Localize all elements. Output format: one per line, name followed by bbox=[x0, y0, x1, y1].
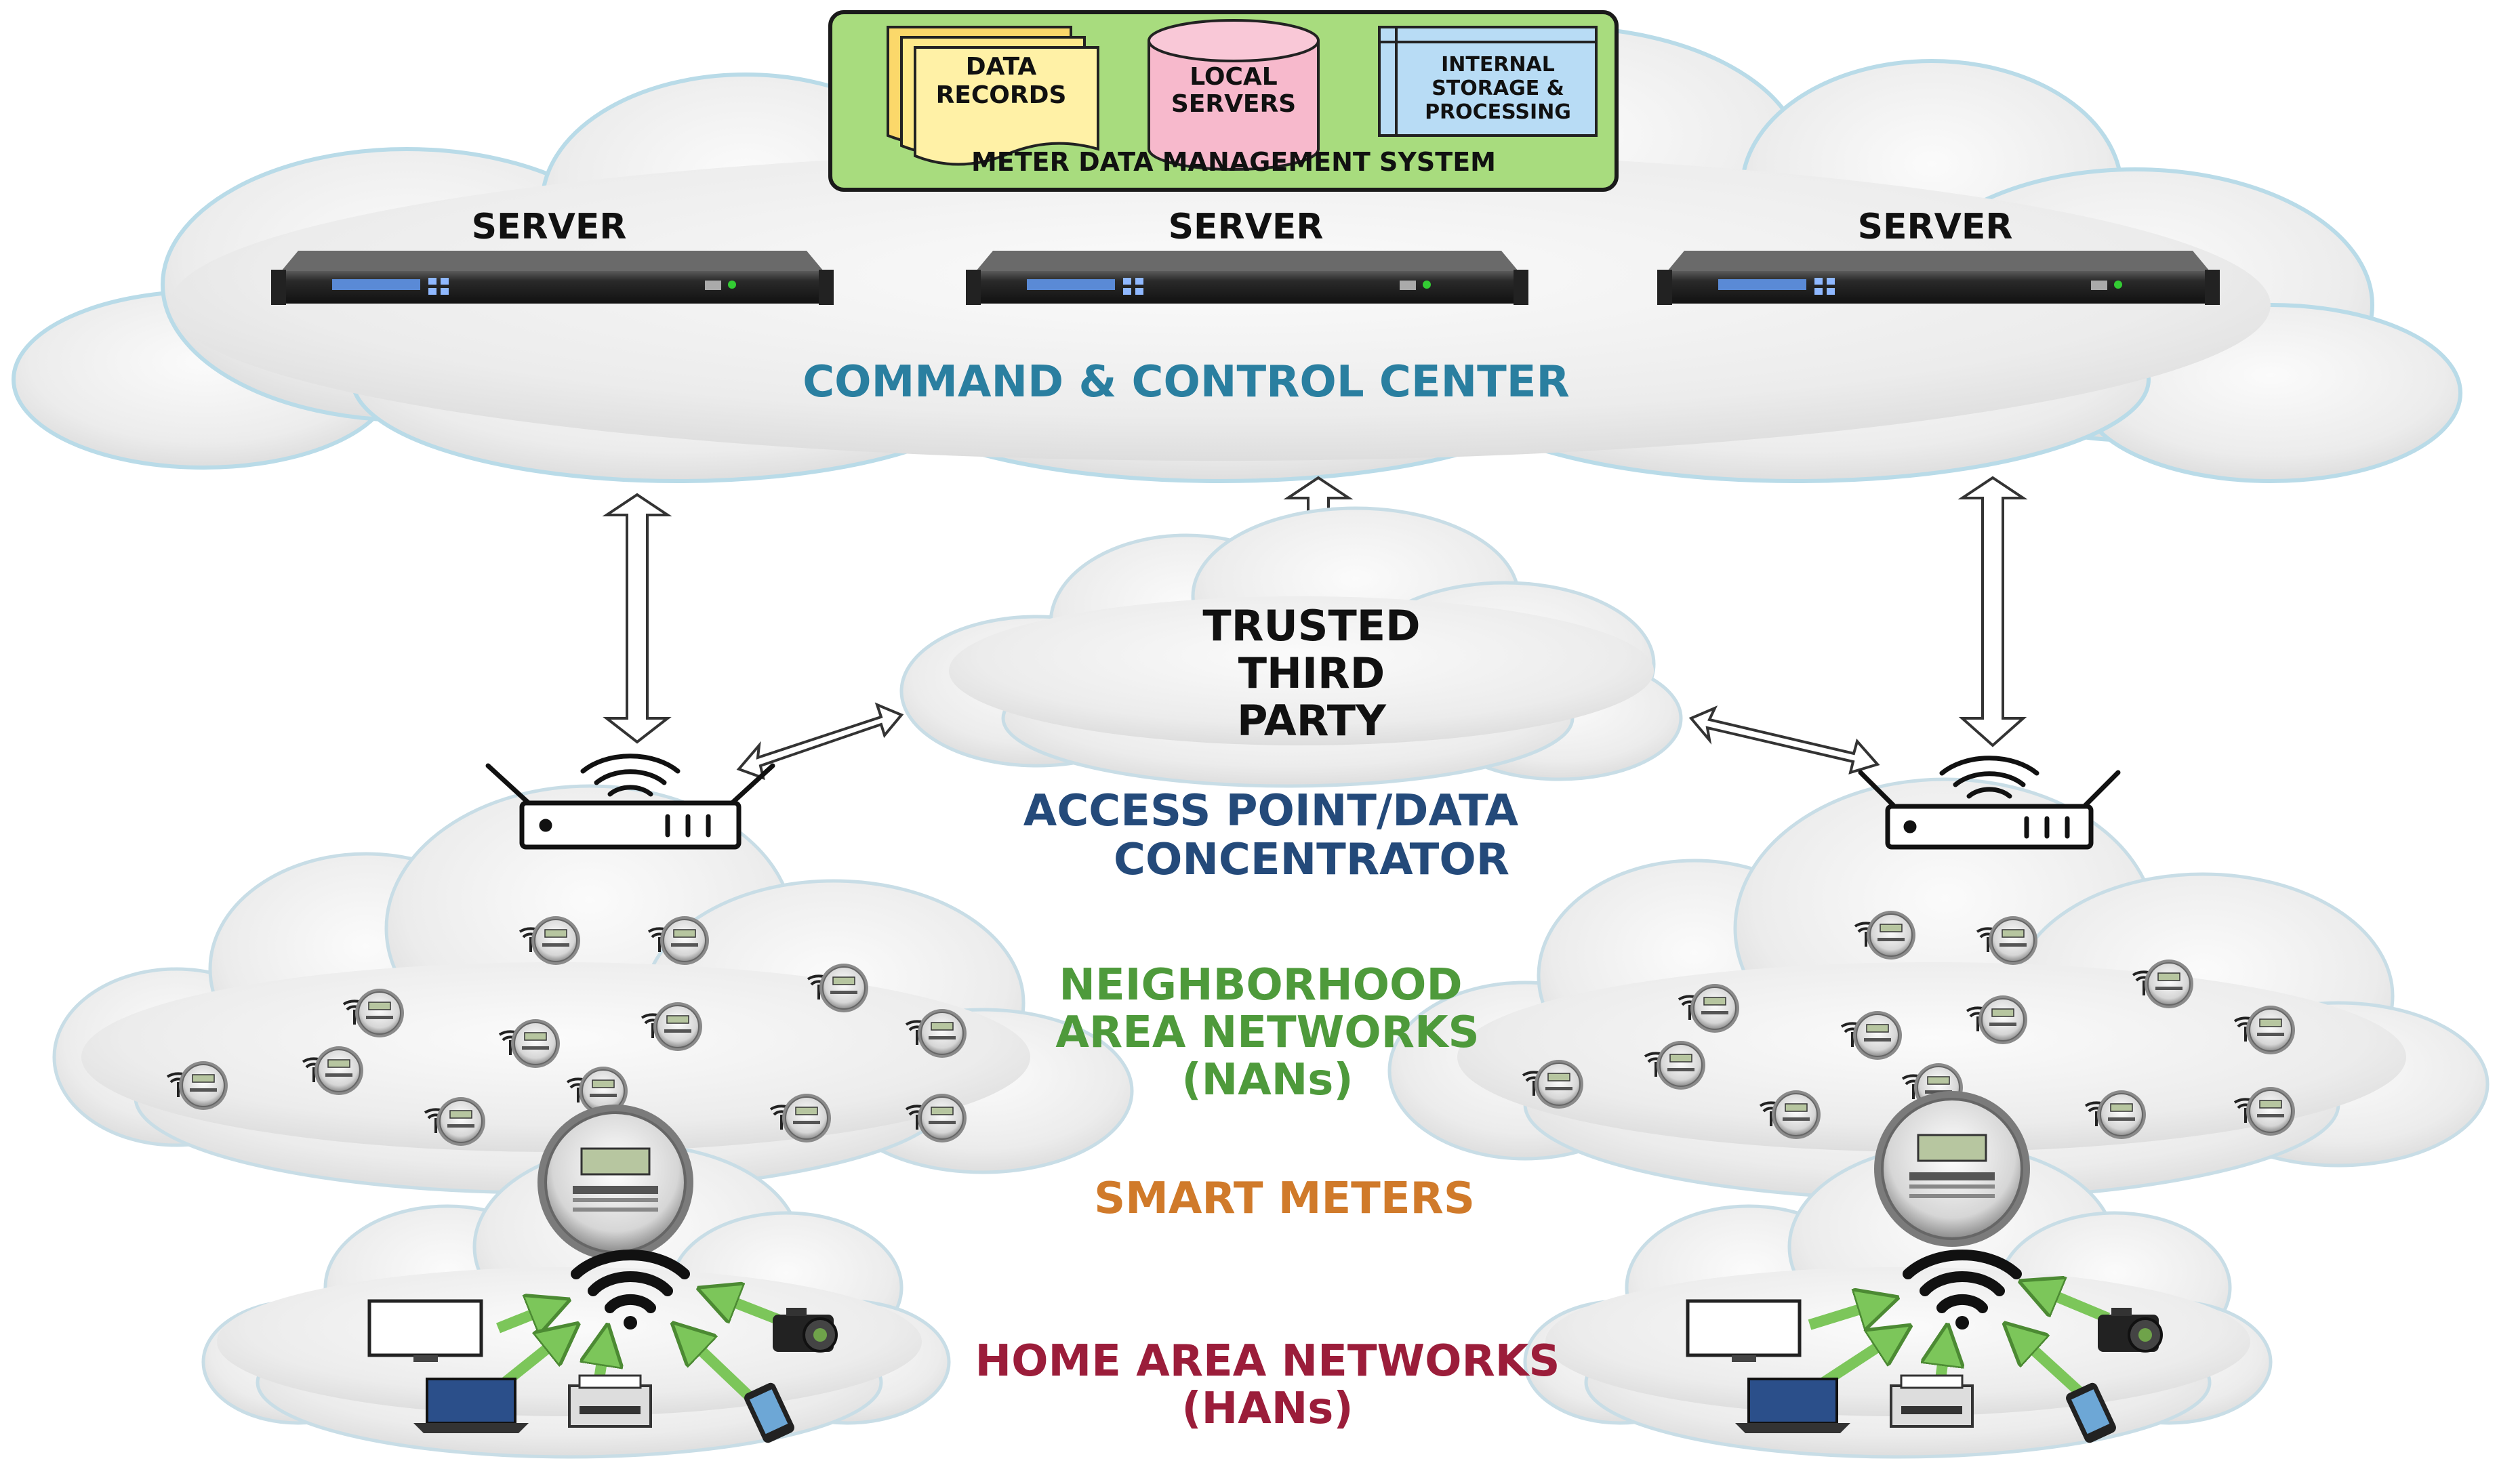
nan-meter-icon bbox=[2084, 1090, 2146, 1139]
mdms-title: METER DATA MANAGEMENT SYSTEM bbox=[971, 147, 1496, 177]
monitor-left-icon bbox=[367, 1299, 483, 1362]
nan-meter-icon bbox=[905, 1009, 967, 1058]
nan-meter-icon bbox=[1678, 984, 1739, 1033]
han-label-2: (HANs) bbox=[1181, 1384, 1353, 1434]
local-servers-label-1: LOCAL bbox=[1190, 63, 1277, 91]
nan-meter-icon bbox=[1854, 911, 1915, 960]
nan-meter-icon bbox=[647, 916, 709, 965]
data-records-icon bbox=[887, 26, 1099, 166]
access-point-label-1: ACCESS POINT/DATA bbox=[1023, 786, 1519, 836]
server-left-icon bbox=[271, 251, 834, 305]
nan-meter-icon bbox=[302, 1046, 363, 1095]
internal-storage-label-2: STORAGE & bbox=[1432, 77, 1564, 100]
nan-meter-icon bbox=[905, 1094, 967, 1142]
wifi-right-icon bbox=[1903, 1250, 2022, 1330]
nan-meter-icon bbox=[769, 1094, 831, 1142]
double-arrow-left bbox=[602, 493, 672, 744]
nan-meter-icon bbox=[519, 916, 580, 965]
smart-meter-right-icon bbox=[1874, 1091, 2030, 1247]
nan-meters bbox=[166, 911, 2295, 1146]
server-right: SERVER bbox=[1657, 207, 2220, 305]
server-middle-icon bbox=[966, 251, 1528, 305]
server-left: SERVER bbox=[271, 207, 834, 305]
nan-meter-icon bbox=[2132, 960, 2193, 1008]
command-center-label: COMMAND & CONTROL CENTER bbox=[803, 357, 1570, 407]
smart-meter-left-icon bbox=[537, 1105, 693, 1260]
nan-meter-icon bbox=[1759, 1090, 1821, 1139]
trusted-third-party-line-2: THIRD bbox=[1238, 648, 1385, 698]
internal-storage-icon bbox=[1378, 26, 1598, 137]
nan-meter-icon bbox=[1522, 1060, 1583, 1109]
nan-meter-icon bbox=[807, 964, 868, 1012]
data-records-label-1: DATA bbox=[966, 53, 1037, 81]
mdms-box: DATA RECORDS LOCAL SERVERS INTERNAL STOR… bbox=[828, 10, 1619, 192]
nan-meter-icon bbox=[342, 989, 404, 1037]
trusted-third-party-line-3: PARTY bbox=[1237, 696, 1387, 745]
internal-storage-label-3: PROCESSING bbox=[1425, 100, 1571, 124]
nan-meter-icon bbox=[2233, 1006, 2295, 1054]
server-right-label: SERVER bbox=[1858, 207, 2013, 247]
nan-label-1: NEIGHBORHOOD bbox=[1059, 960, 1462, 1010]
nan-label-2: AREA NETWORKS bbox=[1055, 1008, 1479, 1058]
printer-left-icon bbox=[568, 1374, 652, 1428]
local-servers-icon bbox=[1148, 19, 1320, 171]
nan-meter-icon bbox=[424, 1097, 485, 1146]
server-right-icon bbox=[1657, 251, 2220, 305]
double-arrow-right bbox=[1957, 476, 2028, 747]
camera-left-icon bbox=[773, 1308, 838, 1353]
nan-meter-icon bbox=[1976, 916, 2037, 965]
monitor-right-icon bbox=[1686, 1299, 1802, 1362]
phone-left-icon bbox=[744, 1382, 794, 1443]
trusted-third-party-cloud-fill bbox=[949, 596, 1654, 745]
nan-meter-icon bbox=[1966, 995, 2027, 1044]
wifi-left-icon bbox=[571, 1250, 690, 1330]
access-point-label-2: CONCENTRATOR bbox=[1114, 835, 1509, 885]
command-center-cloud-fill bbox=[169, 149, 2271, 461]
phone-right-icon bbox=[2066, 1382, 2116, 1443]
nan-meter-icon bbox=[166, 1061, 228, 1110]
data-records-label-2: RECORDS bbox=[936, 81, 1067, 109]
server-middle-label: SERVER bbox=[1169, 207, 1324, 247]
camera-right-icon bbox=[2098, 1308, 2163, 1353]
server-left-label: SERVER bbox=[472, 207, 627, 247]
router-right-icon bbox=[1858, 756, 2121, 850]
laptop-left-icon bbox=[413, 1378, 529, 1433]
nan-meter-icon bbox=[2233, 1087, 2295, 1136]
diagonal-arrow-right bbox=[1688, 705, 1880, 775]
router-left-icon bbox=[485, 754, 775, 850]
nan-meter-icon bbox=[641, 1002, 702, 1051]
trusted-third-party-line-1: TRUSTED bbox=[1202, 601, 1420, 651]
smart-meters-label: SMART METERS bbox=[1094, 1174, 1475, 1224]
nan-meter-icon bbox=[1840, 1011, 1902, 1060]
server-middle: SERVER bbox=[966, 207, 1528, 305]
printer-right-icon bbox=[1890, 1374, 1974, 1428]
laptop-right-icon bbox=[1735, 1378, 1850, 1433]
diagonal-arrow-left bbox=[736, 702, 904, 781]
han-label-1: HOME AREA NETWORKS bbox=[975, 1336, 1560, 1386]
nan-label-3: (NANs) bbox=[1181, 1055, 1353, 1105]
nan-cloud-left-fill bbox=[81, 962, 1030, 1152]
local-servers-label-2: SERVERS bbox=[1171, 90, 1296, 118]
nan-meter-icon bbox=[498, 1019, 560, 1068]
internal-storage-label-1: INTERNAL bbox=[1441, 53, 1555, 77]
nan-meter-icon bbox=[1644, 1041, 1705, 1090]
